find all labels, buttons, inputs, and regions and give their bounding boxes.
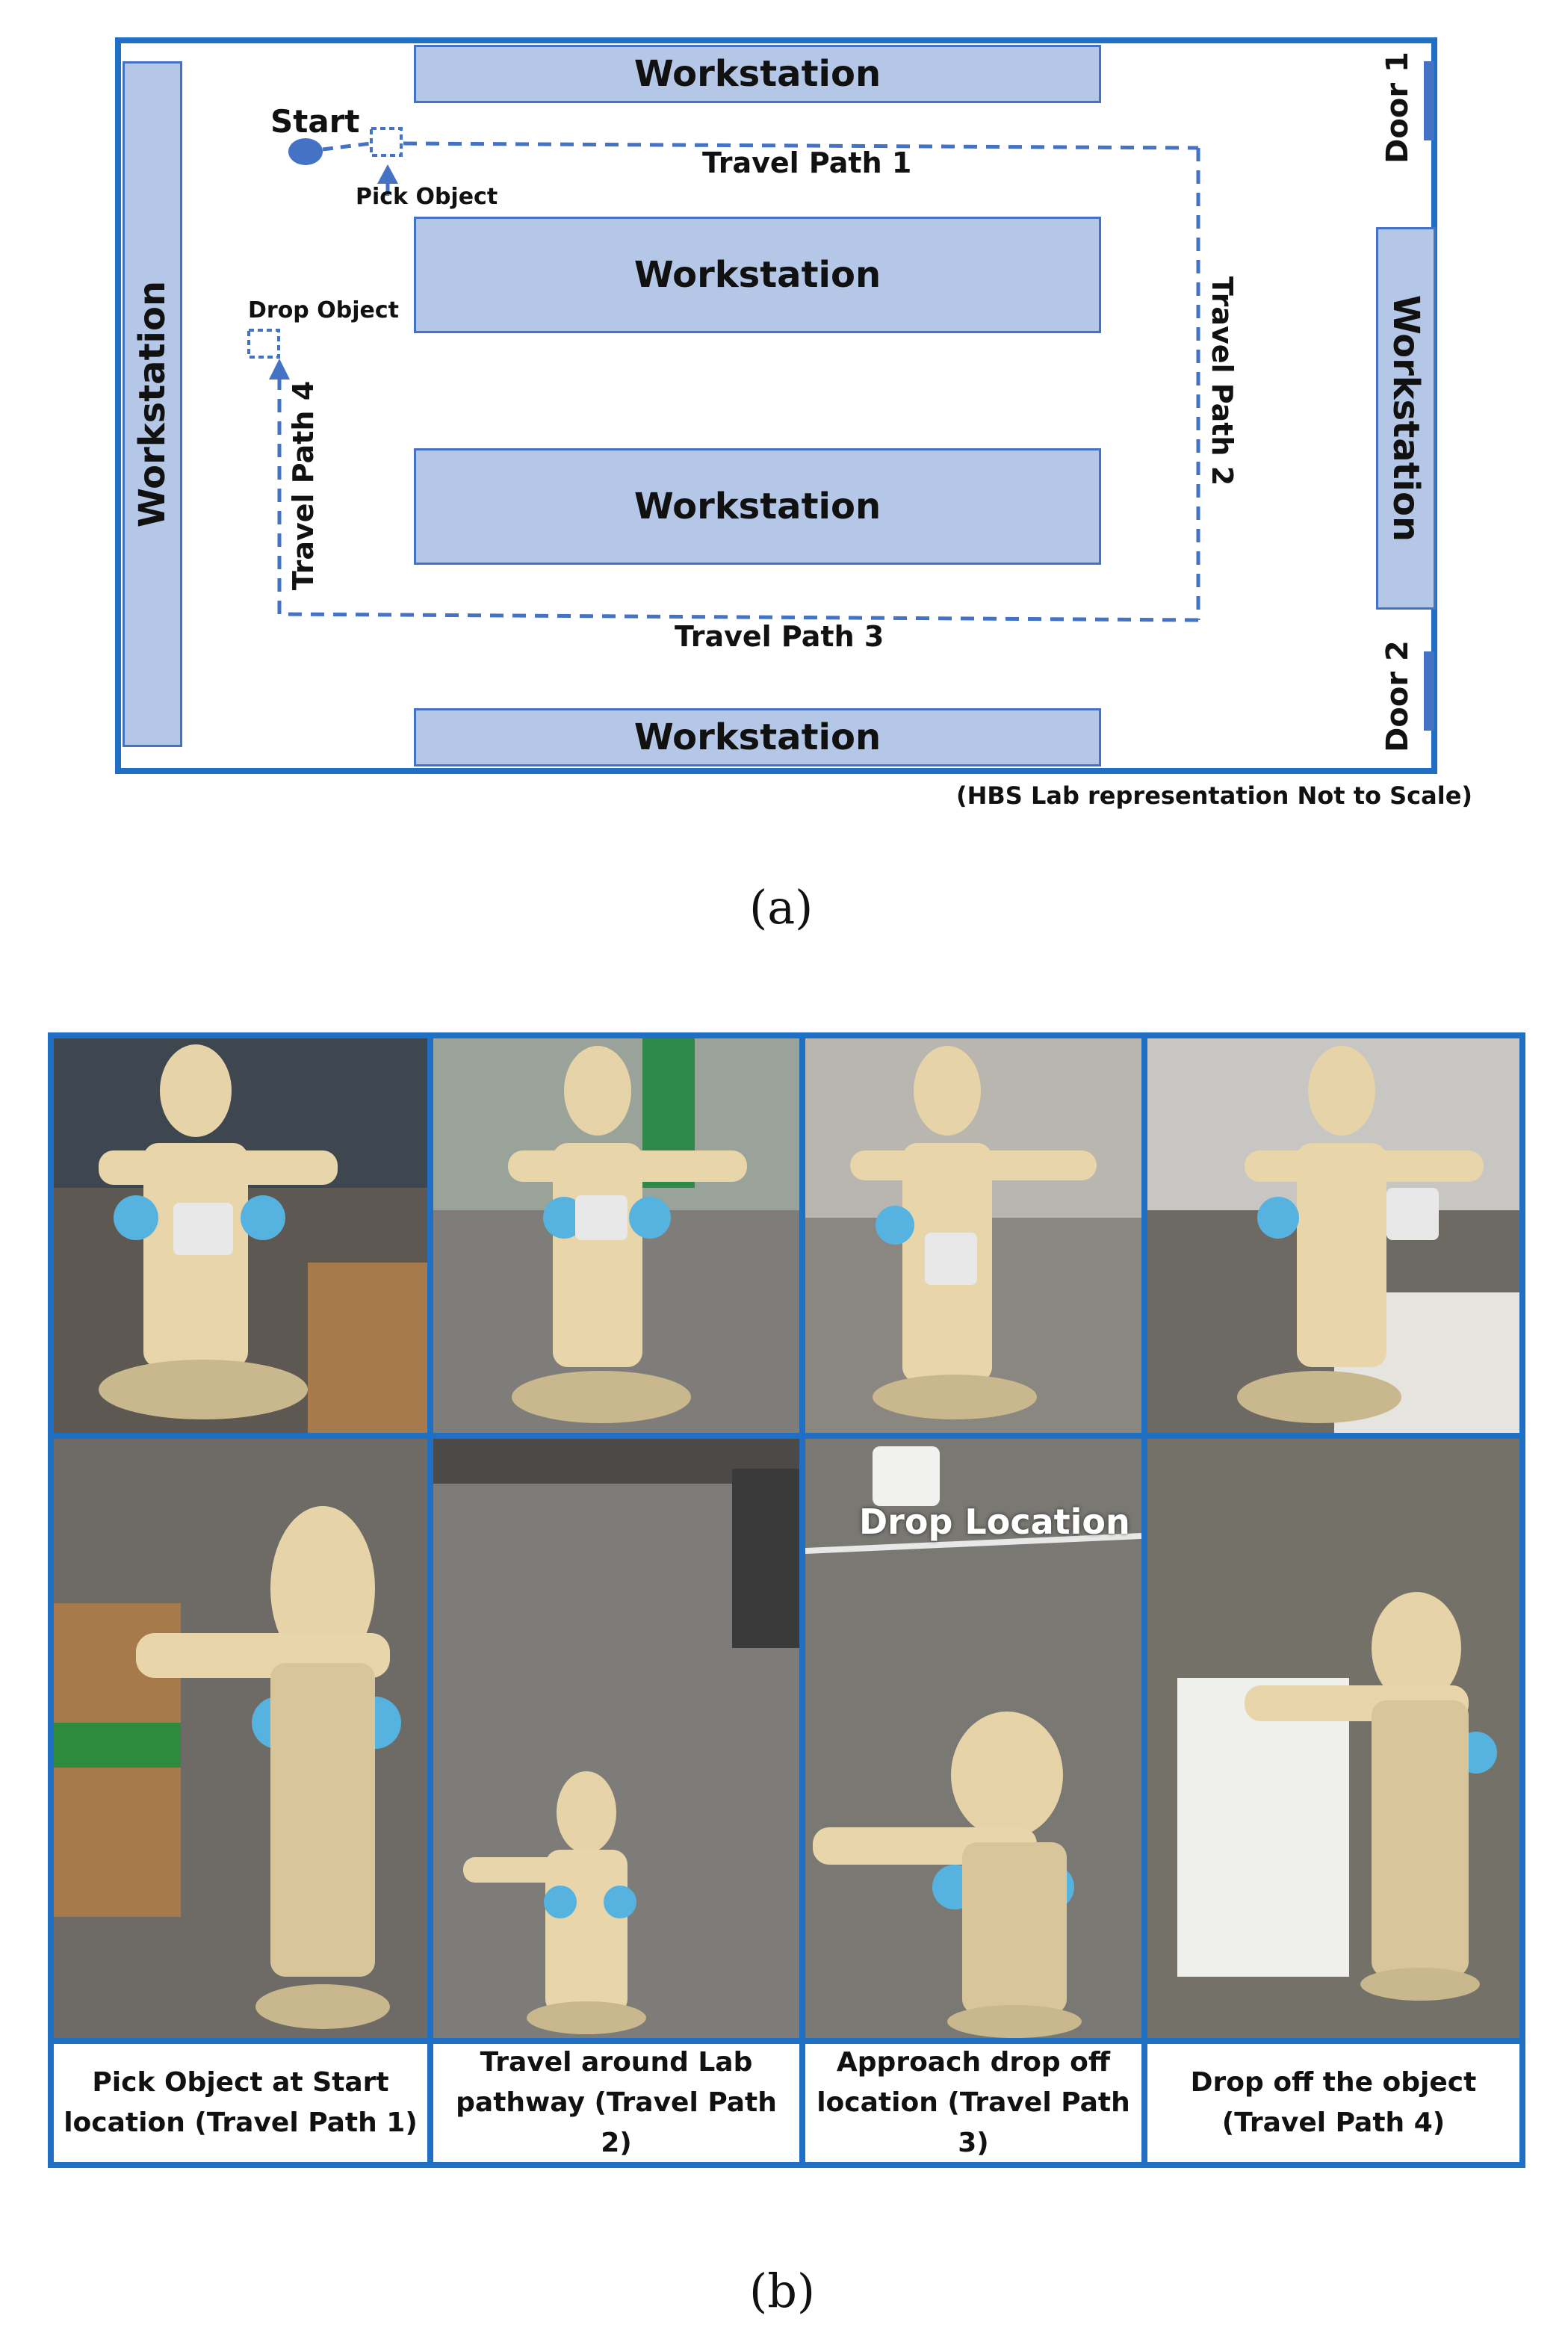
panel-a-label: (a): [749, 880, 814, 935]
travel-path-2-label: Travel Path 2: [1206, 276, 1239, 486]
caption-line: Approach drop off: [836, 2047, 1111, 2078]
workstation-label: Workstation: [633, 254, 881, 296]
travel-path-3: [279, 612, 1199, 622]
pick-object-box: [370, 127, 403, 157]
workstation-lower-middle: Workstation: [414, 448, 1101, 565]
drop-arrow-head: [269, 359, 290, 380]
travel-path-1: [403, 141, 1199, 150]
start-point: [288, 138, 323, 165]
workstation-left: Workstation: [123, 61, 182, 747]
caption-line: (Travel Path 4): [1221, 2107, 1445, 2138]
caption-pick-object: Pick Object at Start location (Travel Pat…: [54, 2044, 427, 2162]
drop-location-overlay: Drop Location: [859, 1502, 1130, 1542]
photo-drop-off-object: [1147, 1439, 1519, 2038]
workstation-label: Workstation: [633, 53, 881, 95]
start-label: Start: [270, 103, 360, 140]
caption-line: Pick Object at Start: [92, 2067, 389, 2098]
travel-path-lines: [247, 127, 1200, 622]
workstation-label: Workstation: [633, 716, 881, 758]
scale-note: (HBS Lab representation Not to Scale): [956, 781, 1473, 810]
workstation-bottom: Workstation: [414, 708, 1101, 766]
pick-arrow-head: [377, 164, 398, 184]
workstation-right: Workstation: [1376, 227, 1436, 610]
travel-path-4-label: Travel Path 4: [287, 380, 320, 591]
photo-drop-off-start: [1147, 1038, 1519, 1433]
caption-approach-drop-off: Approach drop off location (Travel Path 3…: [805, 2044, 1141, 2162]
photo-pick-object-closeup: [54, 1038, 427, 1433]
door-2-marker: [1424, 651, 1434, 731]
caption-drop-off-object: Drop off the object (Travel Path 4): [1147, 2044, 1519, 2162]
pick-object-label: Pick Object: [356, 184, 498, 210]
caption-line: location (Travel Path 3): [816, 2087, 1130, 2158]
photo-travel-lab-pathway: [433, 1439, 799, 2038]
drop-object-box: [247, 329, 280, 359]
workstation-label: Workstation: [633, 486, 881, 527]
travel-path-1-label: Travel Path 1: [702, 146, 912, 179]
caption-line: pathway (Travel Path 2): [456, 2087, 777, 2158]
caption-line: Travel around Lab: [480, 2047, 753, 2078]
caption-line: Drop off the object: [1190, 2067, 1477, 2098]
travel-path-2-label-wrap: Travel Path 2: [1192, 276, 1252, 486]
path-start-to-pick: [322, 141, 371, 152]
workstation-upper-middle: Workstation: [414, 217, 1101, 333]
photo-approach-drop-start: [805, 1038, 1141, 1433]
photo-approach-drop-location: [805, 1439, 1141, 2038]
caption-line: location (Travel Path 1): [63, 2107, 418, 2138]
door-1-marker: [1424, 61, 1434, 140]
caption-travel-around-lab: Travel around Lab pathway (Travel Path 2): [433, 2044, 799, 2162]
travel-path-3-label: Travel Path 3: [675, 620, 884, 653]
photo-pick-object-overhead: [54, 1439, 427, 2038]
workstation-top: Workstation: [414, 45, 1101, 103]
photo-travel-lab-start: [433, 1038, 799, 1433]
travel-path-4-label-wrap: Travel Path 4: [273, 381, 333, 590]
drop-object-label: Drop Object: [248, 297, 399, 323]
panel-b-label: (b): [749, 2264, 816, 2318]
